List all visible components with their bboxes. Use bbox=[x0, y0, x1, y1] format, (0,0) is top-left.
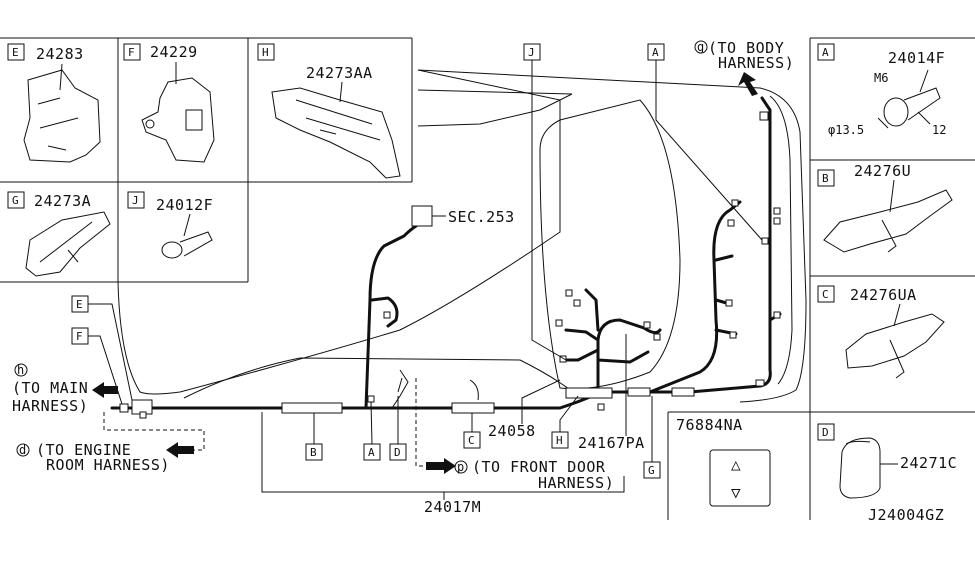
panel-e-letter: E bbox=[12, 46, 19, 59]
panel-j-letter: J bbox=[132, 194, 139, 207]
harness-branch-center bbox=[596, 318, 662, 394]
dest-engine-line2: ROOM HARNESS) bbox=[46, 456, 170, 474]
dest-body-line2: HARNESS) bbox=[718, 54, 794, 72]
dest-engine-line1: (TO ENGINE bbox=[36, 441, 131, 459]
panel-a: A 24014F M6 φ13.5 12 bbox=[817, 43, 946, 137]
dest-front-door: p (TO FRONT DOOR HARNESS) bbox=[426, 458, 614, 492]
label-b: B bbox=[310, 446, 317, 459]
dest-front-door-line2: HARNESS) bbox=[538, 474, 614, 492]
panel-f: F 24229 bbox=[123, 43, 215, 163]
protector-b-shape bbox=[823, 189, 953, 253]
panel-a-letter: A bbox=[822, 46, 829, 59]
panel-g-letter: G bbox=[12, 194, 19, 207]
sec253-label: SEC.253 bbox=[448, 208, 515, 226]
panel-e: E 24283 bbox=[7, 43, 101, 163]
panel-h-letter: H bbox=[262, 46, 269, 59]
panel-a-len: 12 bbox=[932, 123, 946, 137]
parts-grid-right bbox=[809, 37, 975, 520]
switch-body bbox=[709, 449, 771, 507]
arrow-engine bbox=[166, 442, 194, 458]
protector-h-shape bbox=[271, 87, 401, 179]
dest-front-door-circle: p bbox=[457, 460, 464, 474]
dest-engine-circle: d bbox=[19, 443, 26, 457]
panel-e-part: 24283 bbox=[36, 45, 84, 63]
vehicle-outline bbox=[117, 69, 807, 403]
protector-c-shape bbox=[845, 313, 945, 369]
label-g: G bbox=[648, 464, 655, 477]
harness-branch-sec253 bbox=[364, 224, 418, 410]
label-f: F bbox=[76, 330, 83, 343]
protector-c-on-harness bbox=[451, 402, 495, 414]
arrow-front-door bbox=[426, 458, 456, 474]
sec253-connector bbox=[411, 205, 433, 227]
dest-body: g (TO BODY HARNESS) bbox=[694, 39, 794, 96]
main-harness bbox=[110, 96, 782, 419]
clip-d-shape bbox=[839, 437, 881, 499]
panel-d-part: 24271C bbox=[900, 454, 957, 472]
panel-b: B 24276U bbox=[817, 162, 953, 253]
bolt-a-shank bbox=[903, 87, 941, 121]
panel-c-letter: C bbox=[822, 288, 829, 301]
panel-c-part: 24276UA bbox=[850, 286, 917, 304]
panel-g-part: 24273A bbox=[34, 192, 91, 210]
part-24017m: 24017M bbox=[424, 498, 481, 516]
main-harness-bracket bbox=[261, 412, 625, 493]
panel-a-dia: φ13.5 bbox=[828, 123, 864, 137]
bolt-a-head bbox=[883, 97, 909, 127]
switch-panel: 76884NA △ ▽ bbox=[667, 411, 810, 520]
label-j: J bbox=[528, 46, 535, 59]
dest-main-line1: (TO MAIN bbox=[12, 379, 88, 397]
panel-a-part: 24014F bbox=[888, 49, 945, 67]
label-e: E bbox=[76, 298, 83, 311]
label-a-top: A bbox=[652, 46, 659, 59]
harness-labels: SEC.253 E F J A B A D C H G 24058 bbox=[71, 43, 763, 516]
label-d: D bbox=[394, 446, 401, 459]
panel-a-bolt: M6 bbox=[874, 71, 888, 85]
bracket-e-shape bbox=[23, 69, 101, 163]
dest-engine: d (TO ENGINE ROOM HARNESS) bbox=[16, 441, 194, 474]
panel-j: J 24012F bbox=[127, 191, 213, 259]
panel-b-part: 24276U bbox=[854, 162, 911, 180]
panel-g: G 24273A bbox=[7, 191, 111, 277]
panel-h-part: 24273AA bbox=[306, 64, 373, 82]
protector-g-shape bbox=[25, 211, 111, 277]
dest-front-door-line1: (TO FRONT DOOR bbox=[472, 458, 606, 476]
protector-b-on-harness bbox=[281, 402, 343, 414]
dest-main-line2: HARNESS) bbox=[12, 397, 88, 415]
switch-panel-part: 76884NA bbox=[676, 416, 743, 434]
bolt-j-shank bbox=[179, 231, 213, 257]
panel-d: D 24271C bbox=[817, 423, 957, 499]
part-24058: 24058 bbox=[488, 422, 536, 440]
dest-main-circle: h bbox=[17, 363, 24, 377]
label-h: H bbox=[556, 434, 563, 447]
label-a: A bbox=[368, 446, 375, 459]
panel-c: C 24276UA bbox=[817, 285, 945, 379]
panel-f-part: 24229 bbox=[150, 43, 198, 61]
panel-h: H 24273AA bbox=[257, 43, 401, 179]
label-c: C bbox=[468, 434, 475, 447]
panel-b-letter: B bbox=[822, 172, 829, 185]
harness-trunk bbox=[110, 108, 772, 410]
panel-j-part: 24012F bbox=[156, 196, 213, 214]
panel-f-letter: F bbox=[128, 46, 135, 59]
bolt-j-head bbox=[161, 241, 183, 259]
dest-body-line1: (TO BODY bbox=[708, 39, 784, 57]
arrow-body bbox=[738, 72, 758, 96]
switch-down: ▽ bbox=[731, 483, 741, 502]
parts-grid-left bbox=[0, 37, 413, 283]
dest-main: h (TO MAIN HARNESS) bbox=[12, 363, 118, 415]
relay-f-shape bbox=[141, 77, 215, 163]
diagram-code: J24004GZ bbox=[868, 506, 944, 524]
harness-branch-right bbox=[648, 200, 742, 394]
arrow-main bbox=[92, 382, 118, 398]
switch-up: △ bbox=[731, 455, 741, 474]
panel-d-letter: D bbox=[822, 426, 829, 439]
part-24167pa: 24167PA bbox=[578, 434, 645, 452]
dest-body-circle: g bbox=[697, 40, 704, 54]
